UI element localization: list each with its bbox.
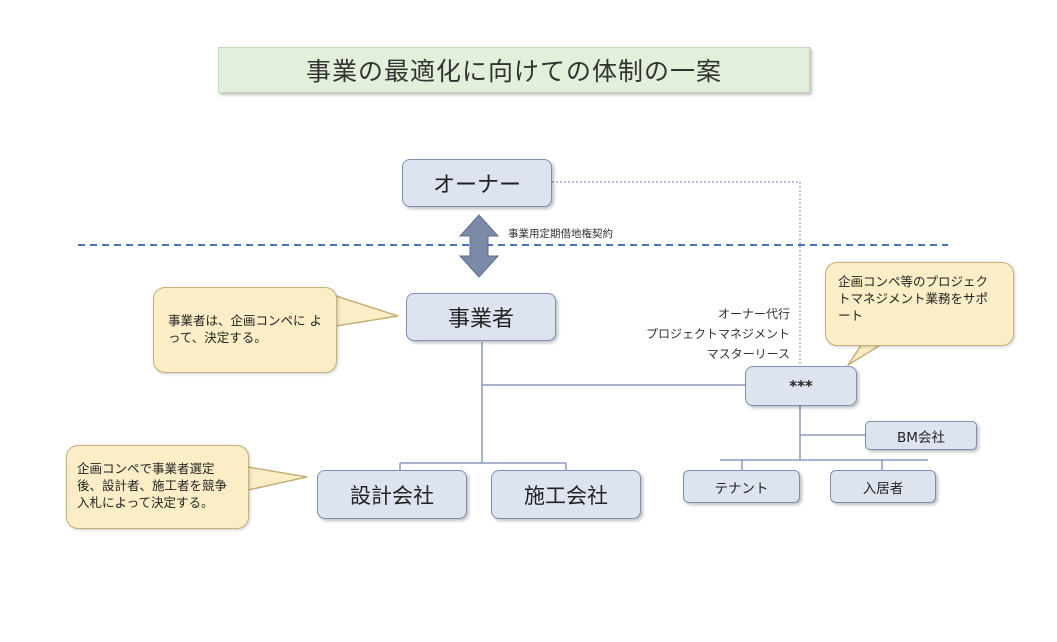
construction-company-node: 施工会社 [491,470,641,519]
stars-roles-list: オーナー代行 プロジェクトマネジメント マスターリース [600,304,790,364]
tenant-node: テナント [683,470,800,503]
owner-stars-dotted-link [552,181,801,367]
bm-company-node: BM会社 [865,421,977,450]
role-project-management: プロジェクトマネジメント [645,327,790,341]
role-owner-proxy: オーナー代行 [717,307,790,321]
competition-callout-tail [247,466,308,491]
diagram-title: 事業の最適化に向けての体制の一案 [218,47,810,93]
design-company-node: 設計会社 [317,470,467,519]
operator-callout-tail [335,295,399,327]
operator-node: 事業者 [406,293,556,341]
pm-callout: 企画コンペ等のプロジェクトマネジメント業務をサポート [825,262,1014,346]
owner-node: オーナー [402,159,552,207]
stars-node: *** [745,366,857,406]
competition-callout: 企画コンペで事業者選定後、設計者、施工者を競争入札によって決定する。 [66,445,249,529]
contract-label: 事業用定期借地権契約 [508,228,613,240]
contract-double-arrow [458,214,500,278]
operator-callout: 事業者は、企画コンペに よって、決定する。 [153,287,337,373]
resident-node: 入居者 [830,470,936,503]
role-master-lease: マスターリース [706,347,790,361]
pm-callout-tail [847,343,883,366]
